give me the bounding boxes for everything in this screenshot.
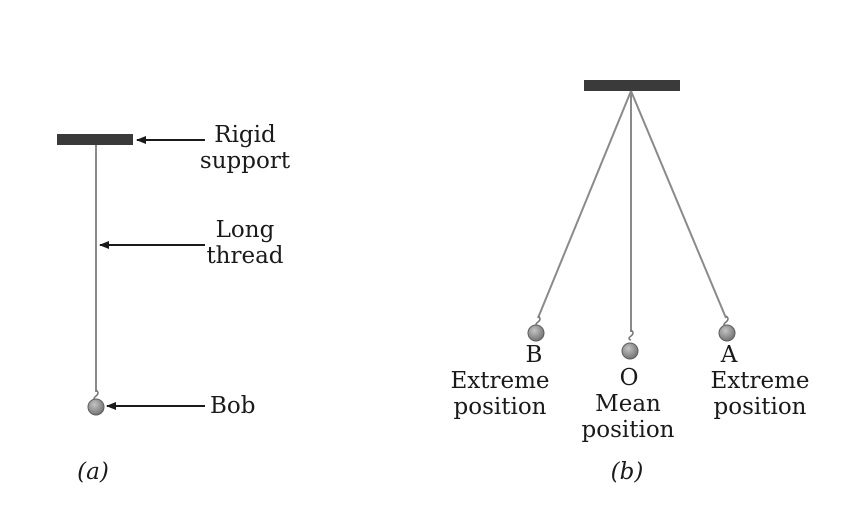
bob-a-position — [718, 324, 736, 342]
label-a-letter: A — [720, 342, 738, 368]
bob-b-position — [527, 324, 545, 342]
caption-a: (a) — [77, 459, 109, 485]
bob-o-position — [621, 342, 639, 360]
label-long-thread-line1: Long — [215, 217, 275, 243]
label-long-thread: Long thread — [193, 217, 297, 269]
label-rigid-support-line2: support — [199, 148, 291, 174]
label-o-desc-line1: Mean — [595, 391, 661, 417]
label-a-desc-line1: Extreme — [710, 368, 810, 394]
panel-b-pendulum — [527, 80, 736, 360]
bob-hook-o — [628, 329, 634, 341]
label-b-letter: B — [525, 342, 543, 368]
label-o-desc-line2: position — [581, 417, 675, 443]
label-b-desc-line1: Extreme — [450, 368, 550, 394]
thread-a-position — [630, 90, 727, 319]
rigid-support-bar-b — [584, 80, 680, 91]
label-b-desc: Extreme position — [440, 368, 560, 420]
rigid-support-bar-a — [57, 134, 133, 145]
label-o-desc: Mean position — [566, 391, 690, 443]
label-a-desc-line2: position — [713, 394, 807, 420]
thread-b-position — [537, 90, 632, 319]
label-bob: Bob — [210, 393, 256, 419]
label-rigid-support-line1: Rigid — [214, 122, 276, 148]
panel-a-pendulum — [57, 134, 205, 416]
label-a-desc: Extreme position — [698, 368, 822, 420]
bob-a — [87, 398, 105, 416]
label-o-letter: O — [619, 365, 639, 391]
label-long-thread-line2: thread — [206, 243, 284, 269]
label-rigid-support: Rigid support — [190, 122, 300, 174]
label-b-desc-line2: position — [453, 394, 547, 420]
caption-b: (b) — [610, 459, 644, 485]
